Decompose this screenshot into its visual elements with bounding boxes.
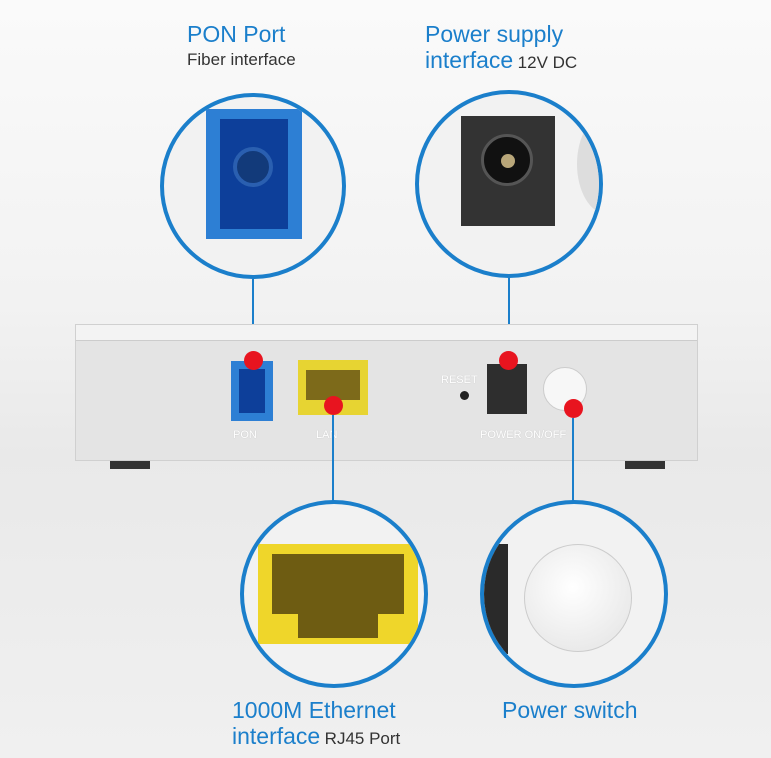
pon-label: PON — [233, 429, 257, 441]
power-supply-marker-dot — [499, 351, 518, 370]
pon-port-subtitle: Fiber interface — [187, 50, 296, 69]
power-supply-title: Power supply — [425, 21, 564, 47]
lan-marker-dot — [324, 396, 343, 415]
power-switch-closeup — [480, 500, 668, 688]
power-switch-button — [524, 544, 632, 652]
rj45-port — [258, 544, 418, 644]
lan-label: LAN — [316, 429, 338, 441]
dc-jack — [461, 116, 555, 226]
fiber-connector — [206, 109, 302, 239]
ethernet-leader-line — [332, 415, 334, 501]
power-label: POWER ON/OFF — [480, 429, 567, 441]
dc-power-jack — [487, 364, 527, 414]
power-supply-leader-line — [508, 278, 510, 360]
pon-leader-line — [252, 279, 254, 359]
power-switch-marker-dot — [564, 399, 583, 418]
power-jack-closeup — [415, 90, 603, 278]
ethernet-title-line2: interface — [232, 723, 321, 749]
ethernet-port-closeup — [240, 500, 428, 688]
reset-label: RESET — [441, 374, 478, 386]
pon-port-title: PON Port — [187, 21, 286, 47]
pon-marker-dot — [244, 351, 263, 370]
reset-button[interactable] — [460, 391, 469, 400]
power-switch-title: Power switch — [502, 697, 638, 723]
power-supply-title-line2: interface — [425, 47, 514, 73]
pon-port — [231, 361, 273, 421]
onu-device: PON LAN RESET POWER ON/OFF — [75, 324, 698, 461]
pon-port-closeup — [160, 93, 346, 279]
ethernet-title: 1000M Ethernet — [232, 697, 396, 723]
ethernet-subtitle: RJ45 Port — [324, 729, 401, 748]
power-supply-subtitle: 12V DC — [517, 53, 578, 72]
power-switch-leader-line — [572, 418, 574, 501]
